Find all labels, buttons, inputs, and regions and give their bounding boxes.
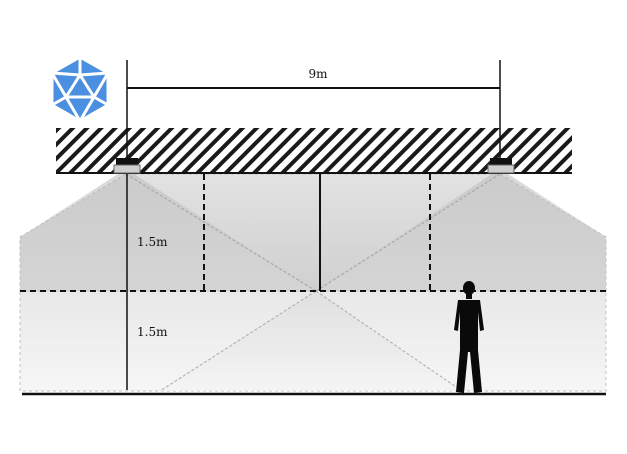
person-silhouette-icon: [454, 281, 484, 393]
icosahedron-logo-icon: [50, 55, 110, 123]
lower-height-label: 1.5m: [137, 325, 168, 339]
span-label: 9m: [308, 67, 328, 81]
left-sensor-icon: [113, 158, 141, 174]
right-sensor-cone: [159, 173, 606, 392]
left-sensor-cone: [20, 173, 463, 392]
ceiling-slab: [56, 128, 572, 172]
span-dimension: [126, 60, 501, 158]
guide-lines: [20, 174, 606, 292]
right-sensor-icon: [487, 158, 515, 174]
upper-height-label: 1.5m: [137, 235, 168, 249]
